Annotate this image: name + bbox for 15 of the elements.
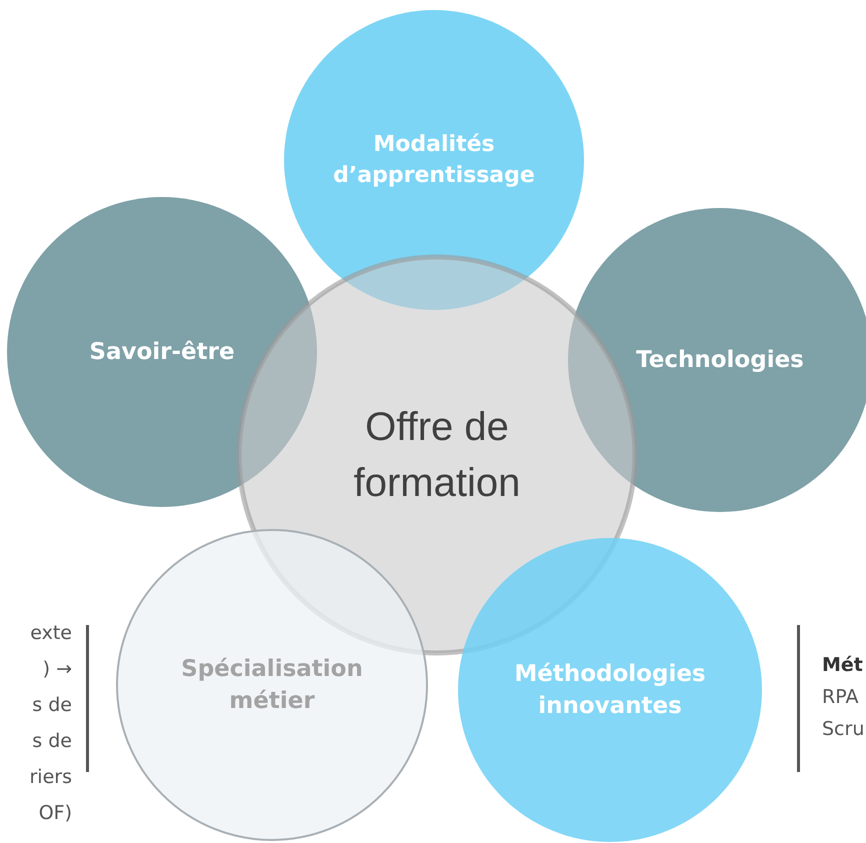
text-fragment: OF) [38,801,72,826]
text-fragment: s de [32,729,72,754]
text-fragment: Scru [822,717,864,742]
text-fragment: s de [32,693,72,718]
text-fragment: RPA [822,685,858,710]
text-fragment: ) → [42,657,72,682]
text-fragment: riers [30,765,72,790]
circle-label: Modalités d’apprentissage [332,131,536,190]
circle-label: Offre de formation [352,404,522,507]
circle-label: Méthodologies innovantes [513,660,707,721]
text-fragment: Mét [822,653,863,678]
text-fragment: exte [30,621,72,646]
circle-label: Spécialisation métier [180,655,364,716]
circle-label: Technologies [635,346,805,375]
circle-label: Savoir-être [88,338,236,367]
